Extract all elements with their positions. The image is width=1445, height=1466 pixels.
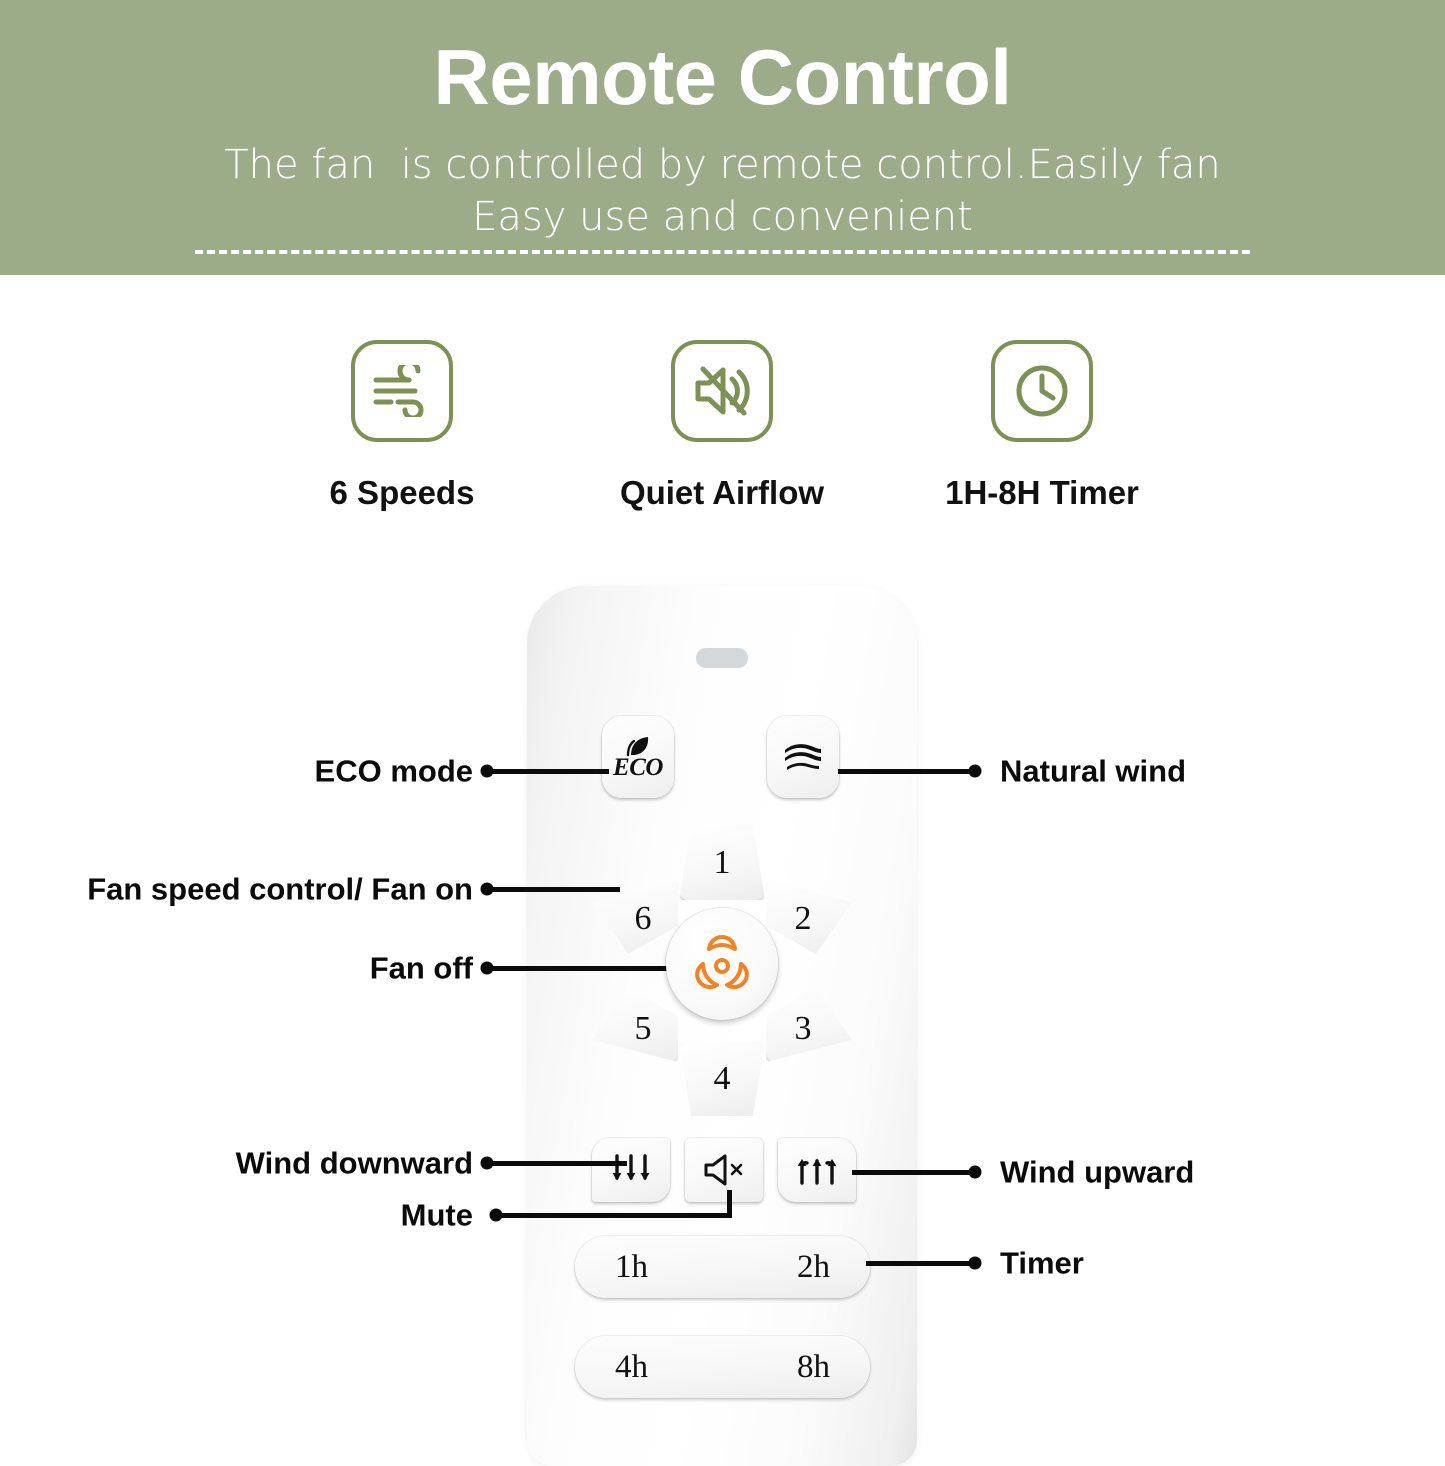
page-title: Remote Control xyxy=(433,33,1013,121)
callout-fan-off-label: Fan off xyxy=(369,950,473,986)
speed-button-1[interactable]: 1 xyxy=(679,826,765,900)
eco-label: ECO xyxy=(613,753,663,781)
wind-downward-button[interactable] xyxy=(592,1138,670,1202)
eco-button[interactable]: ECO xyxy=(602,716,674,798)
speed-label: 3 xyxy=(794,1010,812,1047)
speed-label: 5 xyxy=(634,1010,652,1047)
header-banner: Remote Control The fan is controlled by … xyxy=(0,0,1445,275)
ir-window xyxy=(696,648,748,668)
callout-natural-wind-line xyxy=(838,769,975,774)
callout-wind-upward-dot xyxy=(968,1165,982,1179)
header-dashed-divider xyxy=(195,250,1250,254)
speed-button-4[interactable]: 4 xyxy=(679,1042,765,1116)
remote-control-body: ECO 1 2 3 4 5 6 xyxy=(527,586,917,1466)
callout-mute-line-horizontal xyxy=(496,1213,732,1218)
callout-wind-downward-label: Wind downward xyxy=(235,1145,473,1181)
callout-timer-dot xyxy=(968,1256,982,1270)
speed-label: 1 xyxy=(713,844,731,881)
callout-wind-upward-label: Wind upward xyxy=(1000,1154,1195,1190)
header-subtitle-line-2: Easy use and convenient xyxy=(472,194,973,240)
callout-mute-line-vertical xyxy=(727,1190,732,1215)
callout-fan-speed-label: Fan speed control/ Fan on xyxy=(87,871,473,907)
feature-label: 6 Speeds xyxy=(329,474,475,511)
wavy-lines-icon xyxy=(785,744,821,770)
wind-icon xyxy=(351,340,453,442)
speed-button-2[interactable]: 2 xyxy=(766,880,852,954)
arrows-up-icon xyxy=(797,1158,837,1185)
speaker-mute-icon xyxy=(671,340,773,442)
callout-fan-speed-line xyxy=(487,887,620,892)
callout-wind-upward-line xyxy=(852,1170,975,1175)
timer-row-2[interactable]: 4h 8h xyxy=(575,1336,870,1398)
leaf-icon xyxy=(626,736,649,756)
natural-wind-button[interactable] xyxy=(767,716,839,798)
feature-6-speeds: 6 Speeds xyxy=(252,340,552,512)
speed-button-5[interactable]: 5 xyxy=(592,988,678,1062)
eco-glyph: ECO xyxy=(613,735,663,780)
callout-natural-wind-dot xyxy=(968,764,982,778)
timer-option-4h[interactable]: 4h xyxy=(615,1348,648,1385)
mute-button[interactable] xyxy=(685,1138,763,1202)
callout-wind-downward-line xyxy=(487,1161,627,1166)
fan-off-button[interactable] xyxy=(666,908,778,1020)
fan-speed-dial: 1 2 3 4 5 6 xyxy=(572,826,872,1116)
callout-eco-mode-label: ECO mode xyxy=(314,753,473,789)
timer-option-8h[interactable]: 8h xyxy=(797,1348,830,1385)
feature-label: Quiet Airflow xyxy=(619,474,825,511)
direction-button-row xyxy=(592,1138,857,1202)
callout-fan-off-line xyxy=(487,966,685,971)
feature-label: 1H-8H Timer xyxy=(945,474,1139,511)
timer-option-1h[interactable]: 1h xyxy=(615,1248,648,1285)
wind-upward-button[interactable] xyxy=(778,1138,856,1202)
speed-label: 4 xyxy=(713,1060,731,1097)
speed-button-3[interactable]: 3 xyxy=(766,988,852,1062)
feature-timer: 1H-8H Timer xyxy=(892,340,1192,512)
fan-blade-icon xyxy=(695,935,749,990)
arrows-down-icon xyxy=(612,1154,650,1181)
feature-quiet-airflow: Quiet Airflow xyxy=(572,340,872,512)
speaker-mute-icon xyxy=(704,1154,743,1186)
callout-eco-mode-line xyxy=(487,769,609,774)
clock-icon xyxy=(991,340,1093,442)
callout-timer-line xyxy=(866,1261,975,1266)
callout-timer-label: Timer xyxy=(1000,1245,1084,1281)
timer-row-1[interactable]: 1h 2h xyxy=(575,1236,870,1298)
callout-mute-label: Mute xyxy=(400,1197,473,1233)
speed-label: 2 xyxy=(794,900,812,937)
feature-highlights: 6 Speeds Quiet Airflow 1H-8H Timer xyxy=(0,340,1445,520)
header-subtitle-line-1: The fan is controlled by remote control.… xyxy=(224,142,1221,188)
speed-label: 6 xyxy=(634,900,652,937)
timer-option-2h[interactable]: 2h xyxy=(797,1248,830,1285)
callout-natural-wind-label: Natural wind xyxy=(1000,753,1187,789)
